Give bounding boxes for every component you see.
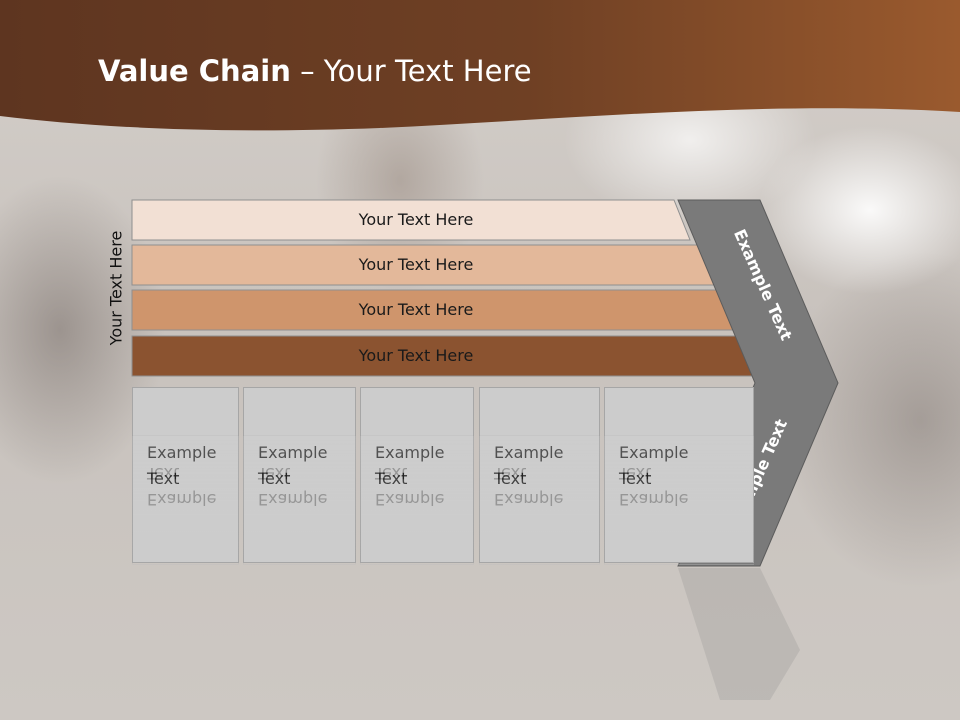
activity-box-reflection-label-2: Example Text xyxy=(258,464,328,509)
activity-box-2: Example Text xyxy=(243,387,356,563)
activity-box-label-2: Example Text xyxy=(258,443,328,488)
band-1 xyxy=(131,199,691,241)
header-banner xyxy=(0,0,960,131)
activity-box-3: Example Text xyxy=(360,387,474,563)
title-bold: Value Chain xyxy=(98,54,291,88)
activity-box-1: Example Text xyxy=(132,387,239,563)
activity-box-reflection-label-1: Example Text xyxy=(147,464,217,509)
page-title: Value Chain – Your Text Here xyxy=(98,54,532,88)
activity-box-reflection-1: Example Text xyxy=(132,435,239,565)
band-label-4: Your Text Here xyxy=(358,346,474,365)
activity-box-label-1: Example Text xyxy=(147,443,217,488)
band-label-1: Your Text Here xyxy=(358,210,474,229)
activity-box-label-4: Example Text xyxy=(494,443,564,488)
band-label-2: Your Text Here xyxy=(358,255,474,274)
activity-box-label-3: Example Text xyxy=(375,443,445,488)
chevron-reflection xyxy=(678,568,800,700)
activity-box-reflection-4: Example Text xyxy=(479,435,600,565)
activity-box-reflection-label-4: Example Text xyxy=(494,464,564,509)
activity-box-label-5: Example Text xyxy=(619,443,689,488)
band-label-3: Your Text Here xyxy=(358,300,474,319)
title-rest: – Your Text Here xyxy=(290,54,532,88)
activity-box-5: Example Text xyxy=(604,387,754,563)
activity-box-reflection-5: Example Text xyxy=(604,435,754,565)
activity-box-reflection-label-3: Example Text xyxy=(375,464,445,509)
activity-box-reflection-3: Example Text xyxy=(360,435,474,565)
activity-box-reflection-2: Example Text xyxy=(243,435,356,565)
activity-box-4: Example Text xyxy=(479,387,600,563)
activity-box-reflection-label-5: Example Text xyxy=(619,464,689,509)
